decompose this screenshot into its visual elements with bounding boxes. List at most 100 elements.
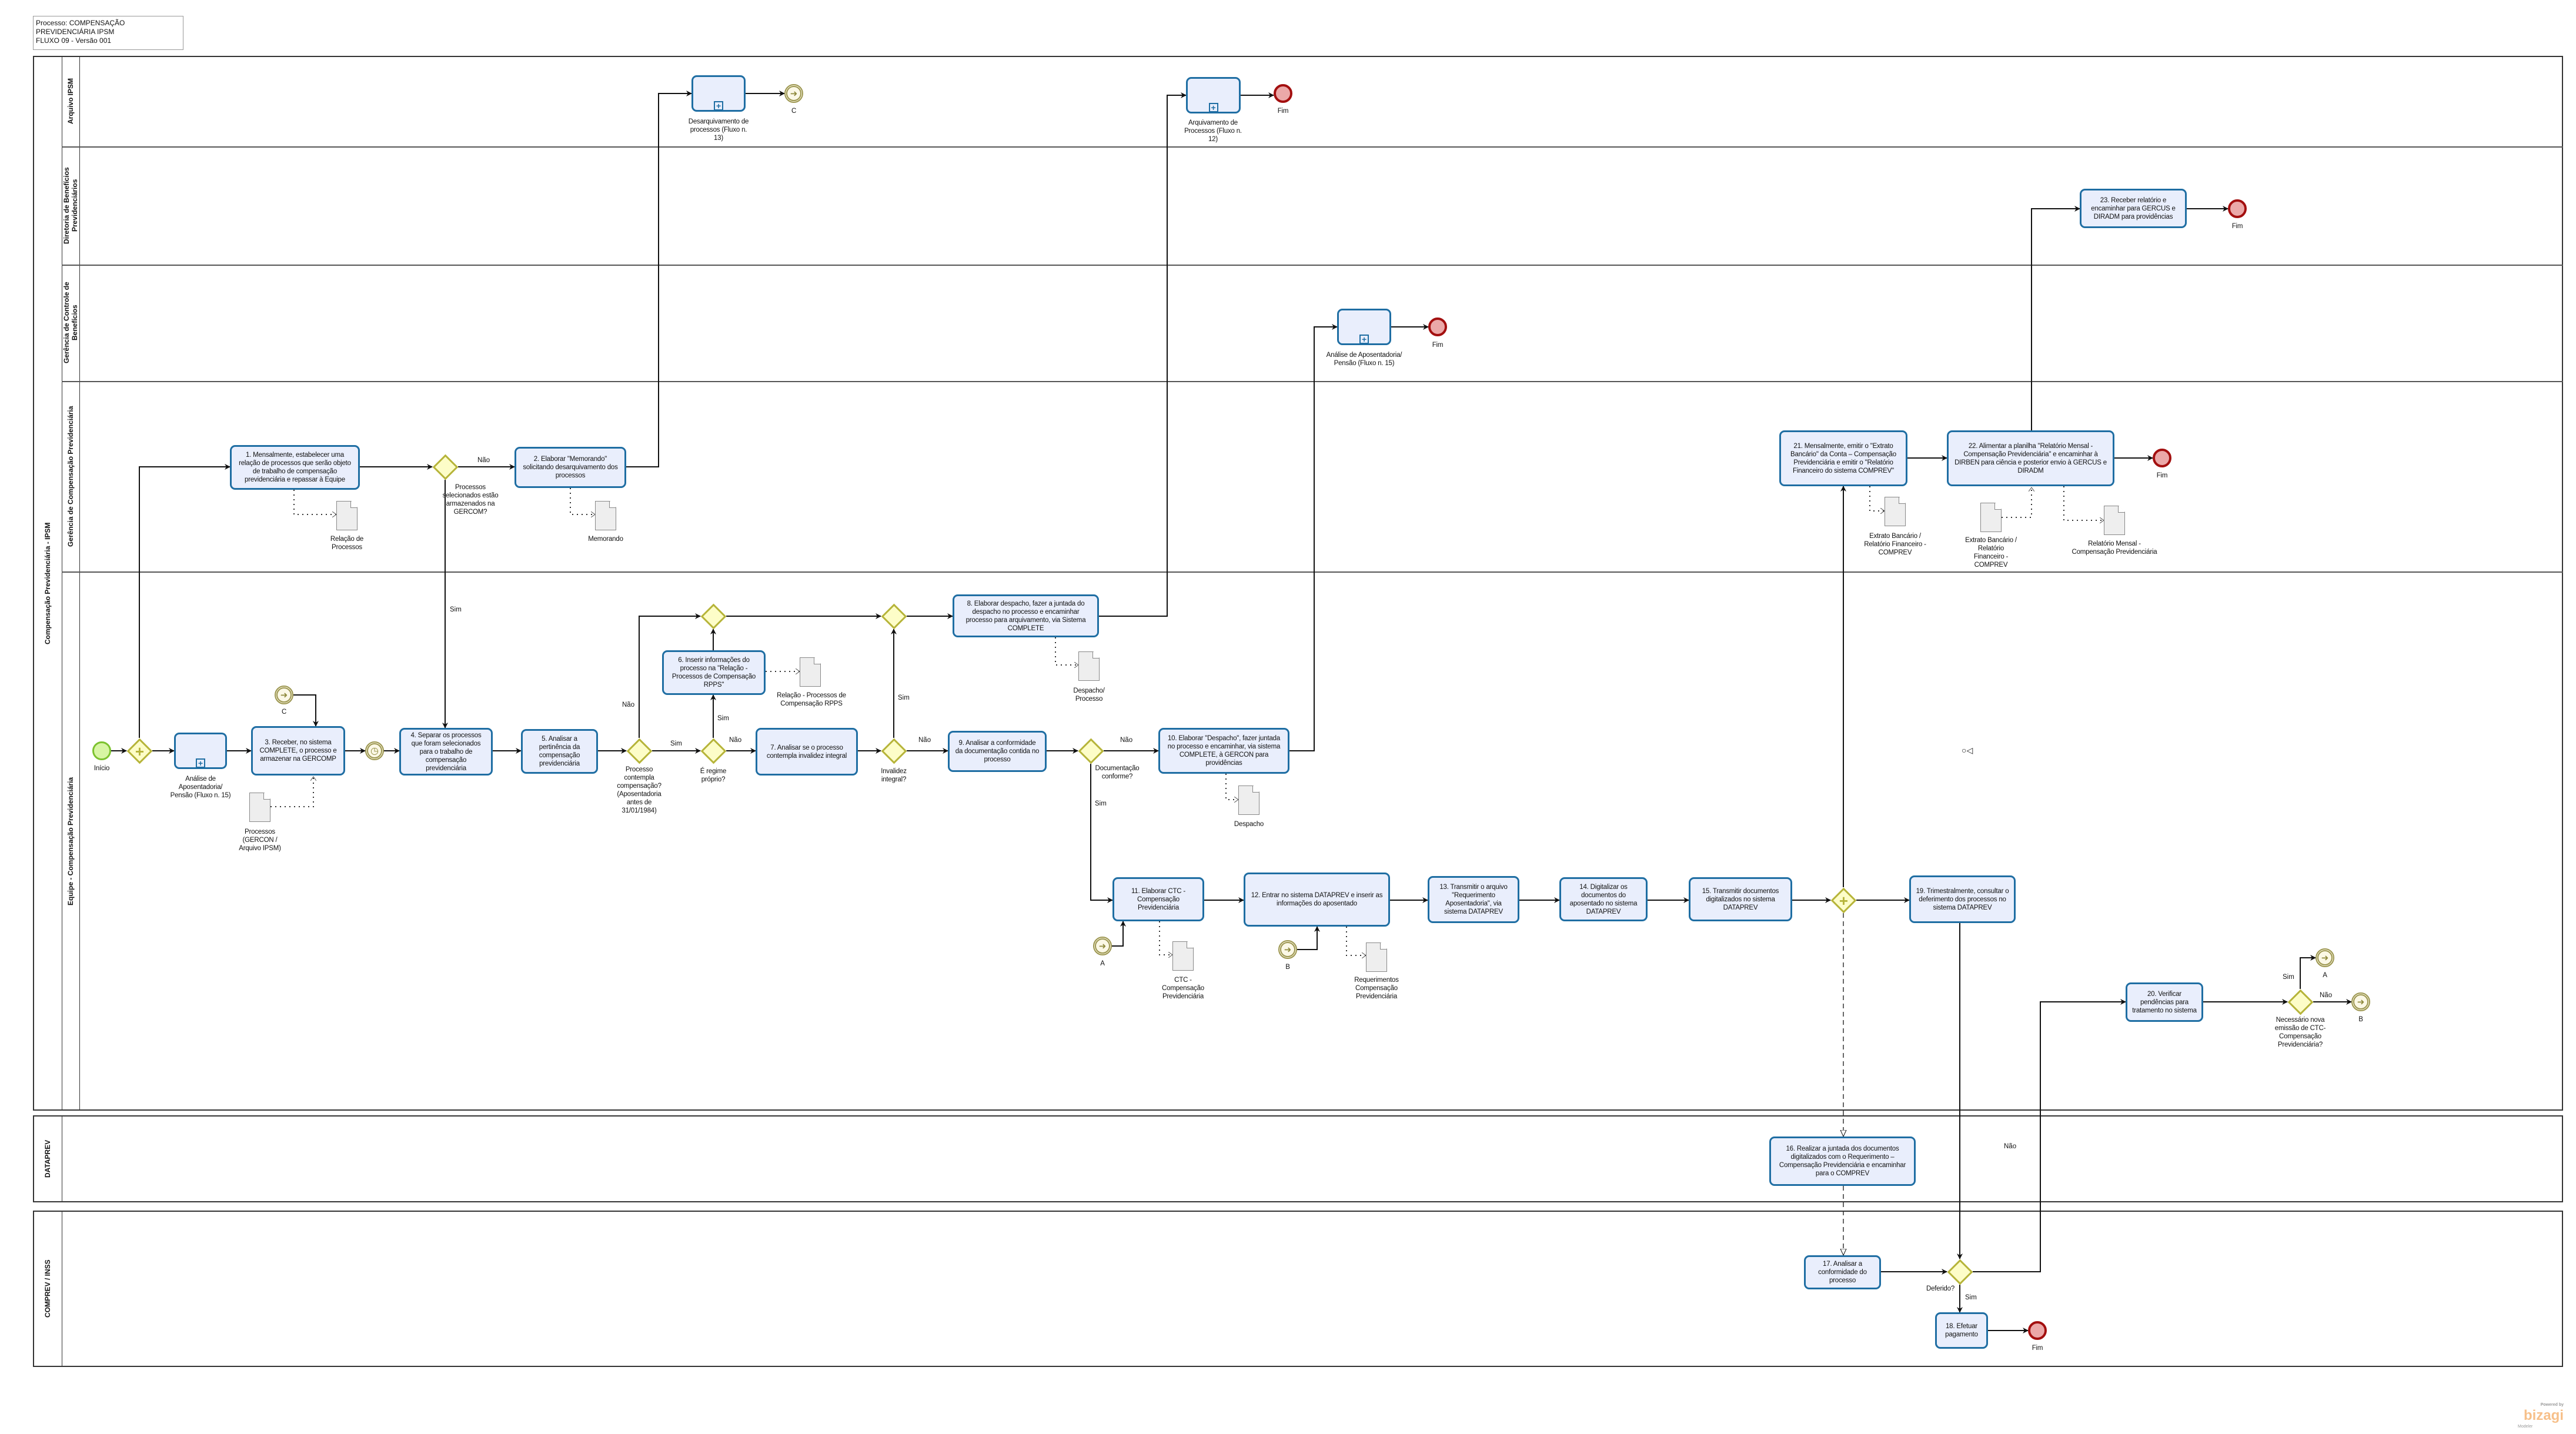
flow-label-yes: Sim <box>717 715 729 722</box>
document-label: Extrato Bancário / Relatório Financeiro … <box>1864 533 1926 556</box>
lane-divider <box>79 56 80 1111</box>
end-event <box>1428 317 1447 336</box>
flow-label-no: Não <box>477 457 490 464</box>
flow-label-no: Não <box>2004 1143 2017 1150</box>
subprocess-label: Desarquivamento de processos (Fluxo n. 1… <box>688 118 749 142</box>
logo-powered: Powered by <box>2540 1403 2564 1407</box>
task-12-entrar-dataprev[interactable]: 12. Entrar no sistema DATAPREV e inserir… <box>1244 873 1390 927</box>
flow-label-yes: Sim <box>670 740 682 747</box>
flow-label-yes: Sim <box>1095 800 1107 807</box>
flow-label-yes: Sim <box>2283 974 2294 981</box>
document-icon <box>1885 497 1906 526</box>
link-event-c-icon: ➜ <box>275 686 293 704</box>
lane-separator <box>62 265 2563 266</box>
lane-separator <box>62 146 2563 148</box>
task-1-estabelecer-relacao[interactable]: 1. Mensalmente, estabelecer uma relação … <box>230 445 360 490</box>
end-event <box>2153 449 2171 467</box>
subprocess-label: Análise de Aposentadoria/ Pensão (Fluxo … <box>170 776 231 799</box>
document-label: Despacho <box>1234 821 1264 828</box>
link-event-b-icon: ➜ <box>1278 940 1297 959</box>
task-22-alimentar-planilha[interactable]: 22. Alimentar a planilha "Relatório Mens… <box>1947 430 2114 486</box>
data-association <box>1055 637 1078 665</box>
document-icon <box>1078 651 1100 681</box>
link-label: B <box>2358 1016 2363 1023</box>
task-9-analisar-conformidade[interactable]: 9. Analisar a conformidade da documentaç… <box>948 731 1047 772</box>
task-21-emitir-extrato[interactable]: 21. Mensalmente, emitir o "Extrato Bancá… <box>1779 430 1907 486</box>
sequence-flow <box>1973 999 2126 1272</box>
start-label: Início <box>93 765 110 772</box>
sequence-flow <box>293 694 319 727</box>
end-label: Fim <box>2032 1345 2043 1352</box>
task-7-analisar-invalidez[interactable]: 7. Analisar se o processo contempla inva… <box>756 728 858 776</box>
task-18-efetuar-pagamento[interactable]: 18. Efetuar pagamento <box>1935 1312 1988 1349</box>
task-23-receber-relatorio[interactable]: 23. Receber relatório e encaminhar para … <box>2080 189 2187 228</box>
task-19-consultar-deferimento[interactable]: 19. Trimestralmente, consultar o deferim… <box>1909 875 2016 923</box>
document-icon <box>2104 506 2125 535</box>
task-8-elaborar-despacho[interactable]: 8. Elaborar despacho, fazer a juntada do… <box>953 594 1099 637</box>
task-6-inserir-informacoes[interactable]: 6. Inserir informações do processo na "R… <box>662 650 766 695</box>
task-13-transmitir-arquivo[interactable]: 13. Transmitir o arquivo "Requerimento A… <box>1428 876 1519 923</box>
expand-icon[interactable]: + <box>1208 103 1218 112</box>
document-label: Relação de Processos <box>330 536 364 551</box>
document-label: CTC - Compensação Previdenciária <box>1162 977 1204 1000</box>
flow-label-no: Não <box>918 737 931 744</box>
flow-label-no: Não <box>1120 737 1133 744</box>
task-3-receber-processo[interactable]: 3. Receber, no sistema COMPLETE, o proce… <box>251 726 345 776</box>
sequence-flow <box>1099 92 1187 617</box>
flow-label-yes: Sim <box>1965 1294 1977 1301</box>
task-14-digitalizar-documentos[interactable]: 14. Digitalizar os documentos do aposent… <box>1559 877 1648 921</box>
flow-label-yes: Sim <box>450 606 462 613</box>
data-association <box>270 777 313 807</box>
document-icon <box>1980 503 2002 532</box>
expand-icon[interactable]: + <box>714 101 723 111</box>
pool-compensacao-ipsm <box>33 56 2563 1111</box>
end-event <box>2028 1321 2047 1340</box>
document-icon <box>1366 942 1387 972</box>
link-label: C <box>281 708 287 716</box>
task-17-analisar-conformidade[interactable]: 17. Analisar a conformidade do processo <box>1804 1255 1881 1289</box>
pool-comprev-inss <box>33 1211 2563 1367</box>
gateway-label: Deferido? <box>1926 1285 1955 1292</box>
subprocess-desarquivamento[interactable]: + <box>691 75 746 112</box>
process-title-box: Processo: COMPENSAÇÃO PREVIDENCIÁRIA IPS… <box>33 16 183 50</box>
sequence-flow <box>2300 955 2316 989</box>
document-label: Requerimentos Compensação Previdenciária <box>1354 977 1399 1000</box>
timer-event-clock-icon: ◷ <box>365 741 384 760</box>
flow-label-no: Não <box>2320 992 2333 999</box>
task-16-realizar-juntada[interactable]: 16. Realizar a juntada dos documentos di… <box>1769 1136 1916 1186</box>
task-5-analisar-pertinencia[interactable]: 5. Analisar a pertinência da compensação… <box>521 729 598 774</box>
data-association <box>2063 486 2104 520</box>
document-icon <box>800 657 821 687</box>
process-version: FLUXO 09 - Versão 001 <box>36 36 112 45</box>
expand-icon[interactable]: + <box>196 758 205 768</box>
data-association <box>1346 927 1366 955</box>
document-label: Processos (GERCON / Arquivo IPSM) <box>239 828 281 852</box>
link-label: A <box>2323 972 2327 979</box>
document-icon <box>249 793 270 822</box>
task-2-elaborar-memorando[interactable]: 2. Elaborar "Memorando" solicitando desa… <box>514 447 626 488</box>
task-10-elaborar-despacho-gercon[interactable]: 10. Elaborar "Despacho", fazer juntada n… <box>1158 728 1289 774</box>
link-label: C <box>791 108 797 115</box>
subprocess-analise-aposentadoria[interactable]: + <box>1337 309 1391 345</box>
lane-separator <box>62 381 2563 382</box>
data-association <box>293 490 336 514</box>
flow-label-no: Não <box>729 737 742 744</box>
subprocess-analise-aposentadoria-equipe[interactable]: + <box>174 733 227 769</box>
gateway-label: Documentação conforme? <box>1095 765 1140 780</box>
expand-icon[interactable]: + <box>1359 335 1369 344</box>
plus-icon: + <box>1839 891 1848 909</box>
link-event-a-icon: ➜ <box>2316 948 2334 967</box>
data-association <box>570 488 595 514</box>
document-label: Relatório Mensal - Compensação Previdenc… <box>2072 540 2157 556</box>
task-4-separar-processos[interactable]: 4. Separar os processos que foram seleci… <box>399 728 493 776</box>
sequence-flow <box>1090 764 1113 903</box>
task-20-verificar-pendencias[interactable]: 20. Verificar pendências para tratamento… <box>2126 982 2203 1022</box>
sequence-flow <box>639 613 701 738</box>
task-11-elaborar-ctc[interactable]: 11. Elaborar CTC - Compensação Previdenc… <box>1112 877 1204 921</box>
plus-icon: + <box>135 742 144 760</box>
task-15-transmitir-documentos[interactable]: 15. Transmitir documentos digitalizados … <box>1689 877 1792 921</box>
link-event-c-icon: ➜ <box>784 84 803 103</box>
subprocess-label: Arquivamento de Processos (Fluxo n. 12) <box>1184 119 1242 143</box>
subprocess-arquivamento[interactable]: + <box>1186 77 1241 113</box>
